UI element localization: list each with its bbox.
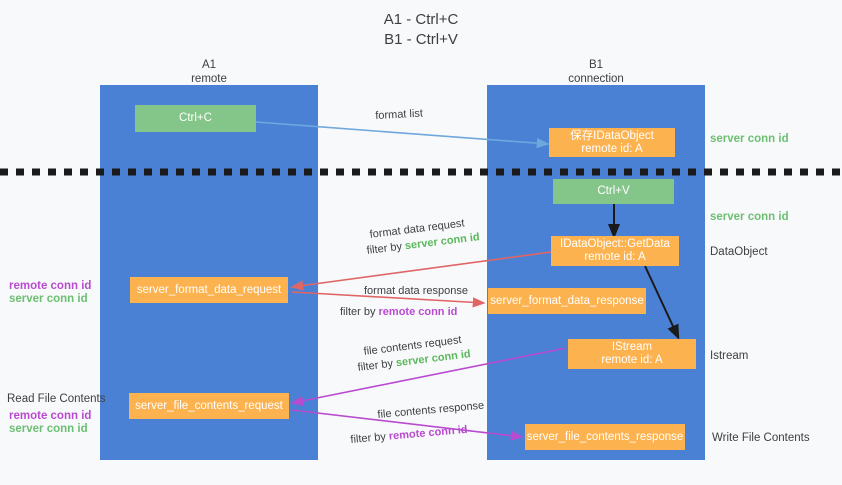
filter-prefix-1: filter by	[366, 240, 406, 257]
right-label-write-file-contents: Write File Contents	[712, 432, 810, 444]
left-label-remote-conn-id-2: remote conn id	[9, 410, 92, 422]
filter-key-remote-conn-id-1: remote conn id	[378, 306, 458, 318]
edge-label-file-contents-response: file contents response	[377, 399, 485, 421]
filter-prefix-4: filter by	[350, 430, 390, 446]
lane-header-a1-sub: remote	[191, 73, 227, 85]
title-line-1: A1 - Ctrl+C	[383, 11, 459, 28]
lane-header-a1: A1 remote	[100, 58, 318, 86]
edge-label-format-list: format list	[375, 107, 424, 122]
right-label-server-conn-id-top: server conn id	[710, 133, 789, 145]
lane-header-a1-name: A1	[201, 59, 217, 71]
box-getdata-line1: IDataObject::GetData	[560, 238, 670, 250]
right-label-istream: Istream	[710, 350, 749, 362]
box-server-file-contents-response[interactable]: server_file_contents_response	[525, 424, 685, 450]
lane-header-b1-sub: connection	[568, 73, 624, 85]
edge-label-format-data-response: format data response	[364, 285, 468, 297]
filter-prefix-2: filter by	[340, 306, 379, 318]
left-label-server-conn-id-2: server conn id	[9, 423, 88, 435]
lane-header-b1-name: B1	[588, 59, 604, 71]
box-save-idataobject[interactable]: 保存IDataObject remote id: A	[549, 128, 675, 157]
left-label-remote-conn-id-1: remote conn id	[9, 280, 92, 292]
left-label-server-conn-id-1: server conn id	[9, 293, 88, 305]
box-ctrl-v[interactable]: Ctrl+V	[553, 179, 674, 204]
box-server-file-contents-request[interactable]: server_file_contents_request	[129, 393, 289, 419]
box-server-format-data-response[interactable]: server_format_data_response	[488, 288, 646, 314]
box-ctrl-c[interactable]: Ctrl+C	[135, 105, 256, 132]
box-istream-line1: IStream	[611, 341, 653, 353]
box-idataobject-getdata[interactable]: IDataObject::GetData remote id: A	[551, 236, 679, 266]
page-title: A1 - Ctrl+C B1 - Ctrl+V	[0, 10, 842, 50]
filter-key-remote-conn-id-2: remote conn id	[388, 423, 468, 443]
box-istream[interactable]: IStream remote id: A	[568, 339, 696, 369]
box-getdata-line2: remote id: A	[584, 251, 646, 263]
right-label-dataobject: DataObject	[710, 246, 768, 258]
box-save-idataobject-line2: remote id: A	[581, 142, 643, 155]
box-istream-line2: remote id: A	[601, 354, 663, 366]
box-save-idataobject-line1: 保存IDataObject	[570, 129, 654, 142]
box-server-format-data-request[interactable]: server_format_data_request	[130, 277, 288, 303]
left-label-read-file-contents: Read File Contents	[7, 393, 106, 405]
edge-label-file-contents-response-filter: filter by remote conn id	[350, 424, 468, 446]
right-label-server-conn-id-mid: server conn id	[710, 211, 789, 223]
filter-prefix-3: filter by	[357, 357, 397, 374]
lane-header-b1: B1 connection	[487, 58, 705, 86]
title-line-2: B1 - Ctrl+V	[384, 31, 458, 48]
edge-label-format-data-response-filter: filter by remote conn id	[340, 306, 457, 318]
